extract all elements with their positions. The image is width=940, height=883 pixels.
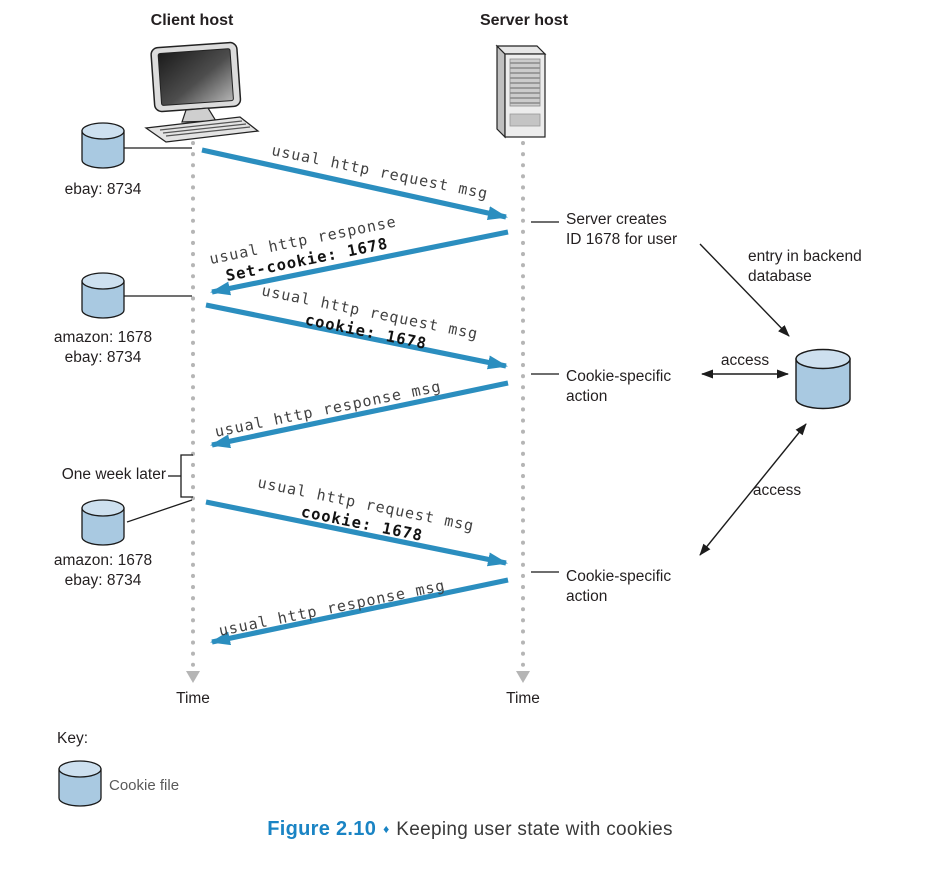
arrow-response-3	[210, 577, 509, 646]
entry-backend-line1: entry in backend	[748, 248, 862, 265]
backend-database-cylinder	[795, 348, 851, 410]
cookie-file-1-line1: ebay: 8734	[64, 181, 142, 198]
server-creates-line1: Server creates	[566, 211, 667, 228]
arrow-request-1	[201, 147, 508, 220]
server-tower-icon	[495, 44, 547, 139]
cookie-file-3-line1: amazon: 1678	[53, 552, 153, 569]
caption-diamond-icon: ♦	[383, 822, 390, 836]
client-computer-icon	[144, 41, 260, 143]
arrow-request-3	[205, 499, 508, 567]
client-timeline-arrowhead	[186, 671, 200, 683]
access-top-label: access	[720, 352, 770, 369]
cookie-file-1-label: ebay: 8734	[65, 180, 142, 200]
caption-title: Keeping user state with cookies	[396, 819, 673, 840]
one-week-later-bracket	[168, 454, 193, 498]
key-title: Key:	[57, 730, 89, 747]
cookie-action-2-label: Cookie-specific action	[566, 567, 671, 607]
one-week-later-label: One week later	[61, 466, 166, 483]
arrow-entry-backend	[699, 243, 790, 337]
server-time-label: Time	[506, 690, 540, 707]
cookie-action-1-line2: action	[566, 388, 608, 405]
arrow-response-1	[210, 229, 509, 296]
cookie-file-2-line2: ebay: 8734	[64, 349, 142, 366]
cookie-action-1-label: Cookie-specific action	[566, 367, 671, 407]
server-creates-label: Server creates ID 1678 for user	[566, 210, 677, 250]
client-time-label: Time	[176, 690, 210, 707]
cookie-action-1-line1: Cookie-specific	[566, 368, 672, 385]
server-creates-line2: ID 1678 for user	[566, 231, 678, 248]
server-timeline-arrowhead	[516, 671, 530, 683]
cookie-file-3-label: amazon: 1678 ebay: 8734	[54, 551, 152, 591]
cookie-file-3-line2: ebay: 8734	[64, 572, 142, 589]
connector-cookie3	[126, 499, 193, 523]
arrow-request-2	[205, 302, 508, 370]
server-annotation-ticks	[531, 221, 559, 573]
figure-caption: Figure 2.10 ♦ Keeping user state with cook…	[0, 818, 940, 841]
client-host-label: Client host	[150, 12, 234, 29]
client-timeline	[186, 141, 200, 683]
http-message-arrows	[201, 147, 509, 646]
cookie-file-2-line1: amazon: 1678	[53, 329, 153, 346]
arrow-response-2	[210, 380, 509, 449]
cookie-action-2-line2: action	[566, 588, 608, 605]
cookie-file-cylinder-3	[81, 499, 125, 546]
server-timeline	[516, 141, 530, 683]
figure-number: Figure 2.10	[267, 818, 377, 840]
key-cookie-file-label: Cookie file	[109, 777, 180, 794]
access-bottom-label: access	[752, 482, 802, 499]
arrow-access-bottom	[699, 423, 807, 556]
cookie-action-2-line1: Cookie-specific	[566, 568, 672, 585]
cookie-file-2-label: amazon: 1678 ebay: 8734	[54, 328, 152, 368]
entry-backend-line2: database	[748, 268, 812, 285]
cookie-file-cylinder-1	[81, 122, 125, 169]
cookie-file-cylinder-2	[81, 272, 125, 319]
entry-backend-label: entry in backend database	[748, 247, 862, 287]
server-host-label: Server host	[479, 12, 569, 29]
key-cookie-file-icon	[58, 760, 102, 807]
